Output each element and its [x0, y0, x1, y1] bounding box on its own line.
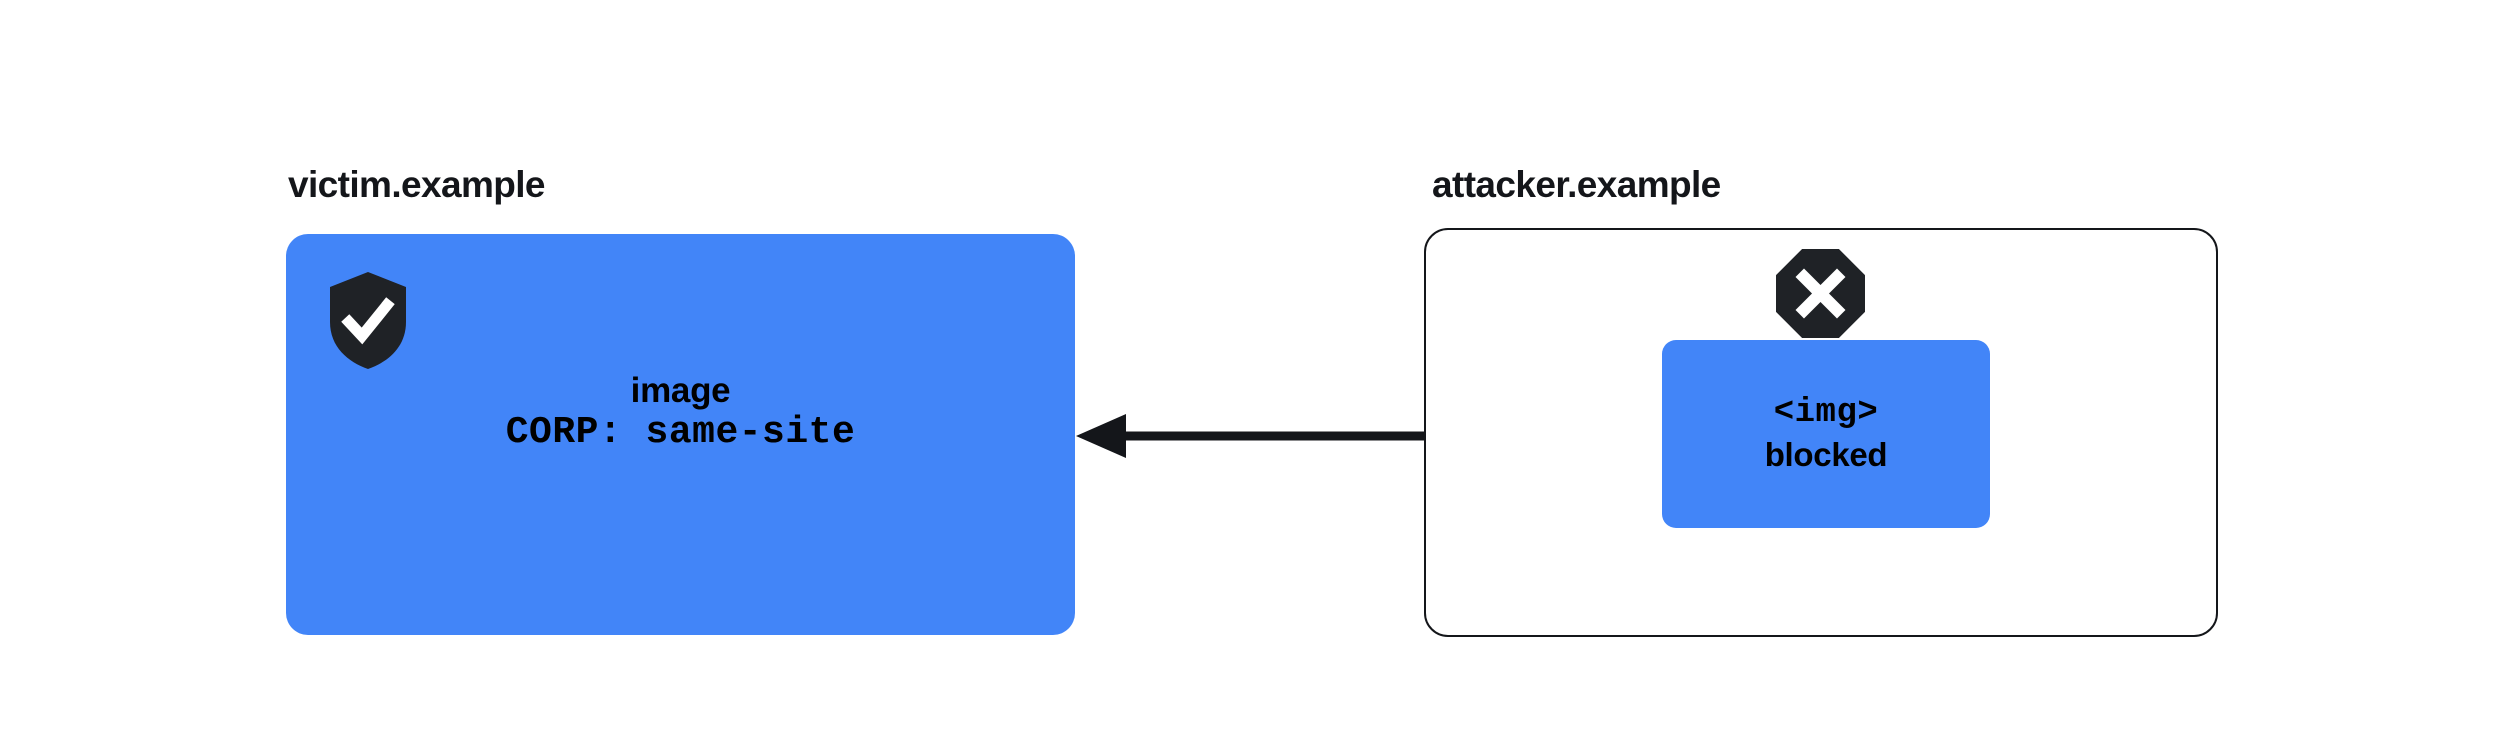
attacker-element-tag: <img> [1773, 394, 1879, 432]
blocked-request-arrow [1070, 405, 1670, 467]
victim-resource-header: CORP: same-site [505, 411, 856, 455]
attacker-img-element-chip: <img> blocked [1662, 340, 1990, 528]
victim-origin-box [286, 234, 1075, 635]
attacker-element-status: blocked [1764, 436, 1888, 473]
victim-resource-name: image [630, 371, 731, 410]
shield-check-icon [330, 272, 406, 369]
victim-resource-text: image CORP: same-site [286, 370, 1075, 456]
victim-origin-label: victim.example [288, 164, 546, 205]
octagon-x-icon [1776, 249, 1865, 338]
attacker-origin-label: attacker.example [1432, 164, 1721, 205]
